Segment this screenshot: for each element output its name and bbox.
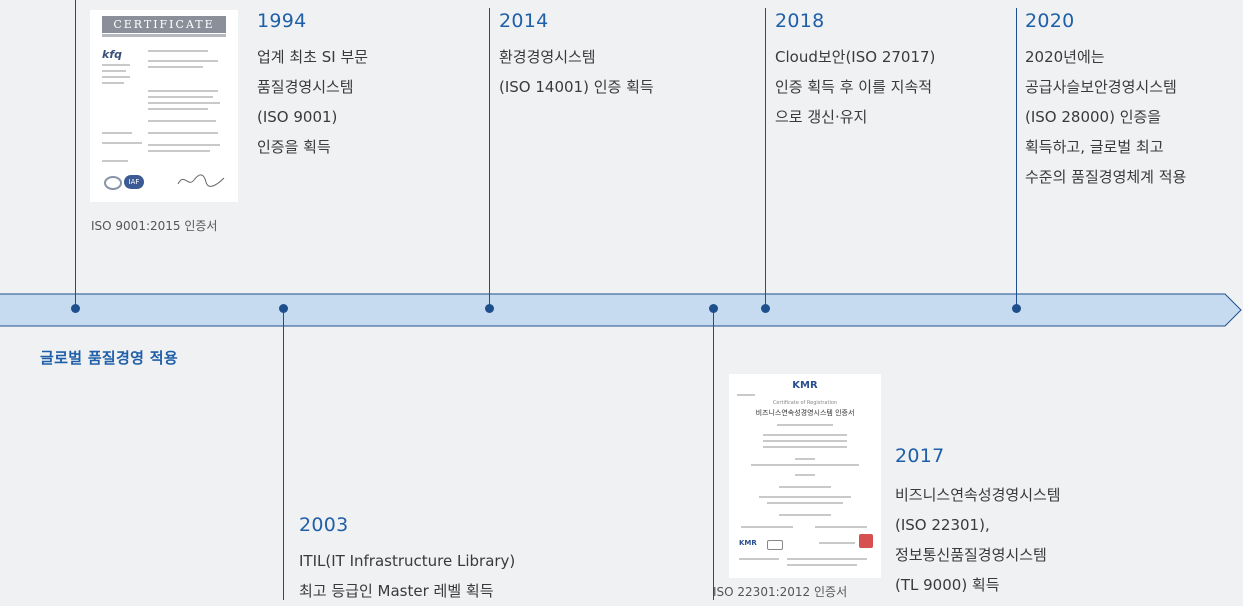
accreditation-mark-icon (767, 540, 783, 550)
kmr-logo: KMR (792, 380, 818, 391)
certificate-iso22301-image: KMR Certificate of Registration 비즈니스연속성경… (729, 374, 881, 578)
timeline-dot (709, 304, 718, 313)
certificate-iso9001-caption: ISO 9001:2015 인증서 (91, 219, 218, 233)
section-title: 글로벌 품질경영 적용 (40, 349, 178, 367)
kmr-bottom-logo: KMR (739, 539, 757, 547)
year-2003: 2003 (299, 514, 349, 536)
certificate-iso9001-image: CERTIFICATE kfq IAF (90, 10, 238, 202)
certificate-iso22301-caption: ISO 22301:2012 인증서 (713, 585, 848, 599)
year-1994: 1994 (257, 10, 307, 32)
signature-icon (177, 174, 225, 187)
seal-stamp-icon (859, 534, 873, 548)
timeline-line-2014 (489, 8, 490, 309)
timeline-line-1994-cert (75, 0, 76, 309)
timeline-dot (71, 304, 80, 313)
timeline-dot (1012, 304, 1021, 313)
certificate-header: CERTIFICATE (102, 16, 226, 33)
timeline-line-2020 (1016, 8, 1017, 309)
timeline-band (0, 293, 1242, 327)
timeline-line-2003 (283, 305, 284, 600)
event-2017-description: 비즈니스연속성경영시스템 (ISO 22301), 정보통신품질경영시스템 (T… (895, 486, 1061, 594)
year-2020: 2020 (1025, 10, 1075, 32)
event-2018-description: Cloud보안(ISO 27017) 인증 획득 후 이를 지속적 으로 갱신·… (775, 48, 936, 126)
timeline-dot (279, 304, 288, 313)
year-2017: 2017 (895, 445, 945, 467)
certificate-title: 비즈니스연속성경영시스템 인증서 (755, 409, 855, 417)
iaf-logo: IAF (124, 175, 144, 189)
year-2018: 2018 (775, 10, 825, 32)
event-2020-description: 2020년에는 공급사슬보안경영시스템 (ISO 28000) 인증을 획득하고… (1025, 48, 1187, 186)
event-1994-description: 업계 최초 SI 부문 품질경영시스템 (ISO 9001) 인증을 획득 (257, 48, 369, 156)
event-2014-description: 환경경영시스템 (ISO 14001) 인증 획득 (499, 48, 654, 96)
timeline-dot (485, 304, 494, 313)
certificate-subtitle: Certificate of Registration (772, 400, 838, 406)
timeline-line-2018 (765, 8, 766, 309)
seal-icon (104, 176, 122, 190)
event-2003-description: ITIL(IT Infrastructure Library) 최고 등급인 M… (299, 552, 516, 600)
timeline-line-2017 (713, 305, 714, 600)
year-2014: 2014 (499, 10, 549, 32)
kfq-logo: kfq (102, 48, 122, 61)
timeline-dot (761, 304, 770, 313)
